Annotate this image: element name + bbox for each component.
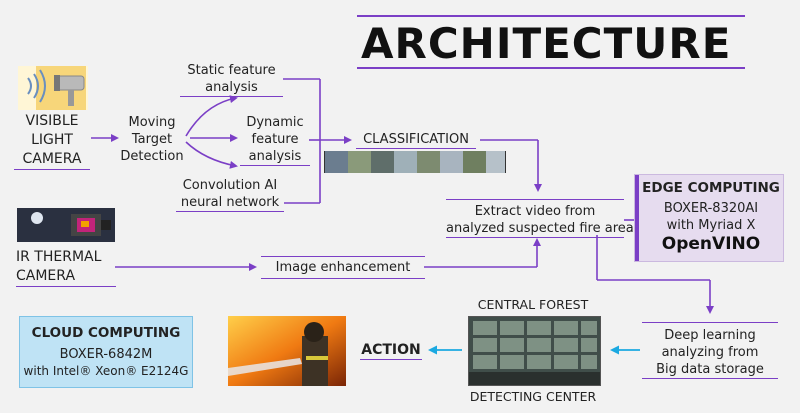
extract-video: Extract video from analyzed suspected fi… — [446, 199, 641, 238]
thermal-label-line-2: CAMERA — [16, 267, 116, 287]
moving-target-line-3: Detection — [120, 149, 184, 164]
visible-light-camera-label: VISIBLE LIGHT CAMERA — [14, 112, 90, 170]
edge-left-border — [635, 175, 639, 261]
deep-learning-block: Deep learning analyzing from Big data st… — [642, 322, 778, 379]
convolution-ai-neural-network: Convolution AI neural network — [176, 177, 284, 212]
dynamic-feature-line-1: Dynamic — [246, 115, 304, 130]
thumbnail-1 — [325, 151, 348, 173]
visible-label-line-3: CAMERA — [14, 150, 90, 170]
deep-learning-line-3: Big data storage — [642, 361, 778, 379]
dynamic-feature-line-2: feature — [251, 132, 299, 147]
fire-fighter-photo — [228, 316, 346, 386]
cloud-computing-panel: CLOUD COMPUTING BOXER-6842M with Intel® … — [19, 316, 193, 388]
title-top-line — [357, 15, 745, 17]
cloud-model: BOXER-6842M — [59, 347, 153, 362]
thumbnail-8 — [486, 151, 505, 173]
static-feature-line-2: analysis — [180, 79, 283, 97]
moving-target-detection: Moving Target Detection — [117, 114, 187, 165]
thermal-camera-icon — [17, 208, 115, 242]
moving-target-line-2: Target — [131, 132, 173, 147]
thumbnail-3 — [371, 151, 394, 173]
deep-learning-line-2: analyzing from — [661, 345, 759, 360]
ir-thermal-camera-label: IR THERMAL CAMERA — [16, 248, 116, 287]
extract-line-1: Extract video from — [446, 199, 624, 220]
static-feature-line-1: Static feature — [187, 63, 276, 78]
edge-computing-panel: EDGE COMPUTING BOXER-8320AI with Myriad … — [634, 174, 784, 262]
dynamic-feature-analysis: Dynamic feature analysis — [240, 114, 310, 166]
detecting-center-label: DETECTING CENTER — [469, 389, 597, 404]
dynamic-feature-line-3: analysis — [240, 148, 310, 166]
thumbnail-4 — [394, 151, 417, 173]
static-feature-analysis: Static feature analysis — [180, 62, 283, 97]
thumbnail-6 — [440, 151, 463, 173]
edge-model: BOXER-8320AI — [663, 201, 759, 216]
openvino-logo: OpenVINO — [661, 234, 761, 254]
classification-label: CLASSIFICATION — [356, 131, 476, 149]
thumbnail-7 — [463, 151, 486, 173]
convolution-line-2: neural network — [176, 194, 284, 212]
cloud-detail: with Intel® Xeon® E2124G — [23, 364, 189, 378]
edge-detail: with Myriad X — [666, 218, 756, 233]
page-title: ARCHITECTURE — [361, 19, 732, 68]
security-camera-icon — [18, 66, 88, 110]
monitor-wall-photo — [468, 316, 601, 386]
action-label: ACTION — [360, 342, 422, 360]
thumbnail-2 — [348, 151, 371, 173]
title-block: ARCHITECTURE — [357, 10, 745, 69]
thumbnail-5 — [417, 151, 440, 173]
classification-thumbnails — [324, 151, 506, 173]
extract-line-2: analyzed suspected fire areas — [446, 221, 641, 238]
convolution-line-1: Convolution AI — [182, 178, 278, 193]
thermal-label-line-1: IR THERMAL — [16, 249, 102, 265]
cloud-computing-title: CLOUD COMPUTING — [31, 325, 181, 341]
visible-label-line-1: VISIBLE — [25, 113, 79, 129]
visible-label-line-2: LIGHT — [31, 132, 73, 148]
image-enhancement: Image enhancement — [261, 256, 425, 279]
moving-target-line-1: Moving — [128, 115, 176, 130]
central-forest-label: CENTRAL FOREST — [477, 297, 589, 312]
edge-computing-title: EDGE COMPUTING — [642, 180, 780, 196]
title-bottom-line — [357, 67, 745, 69]
deep-learning-line-1: Deep learning — [642, 322, 778, 344]
